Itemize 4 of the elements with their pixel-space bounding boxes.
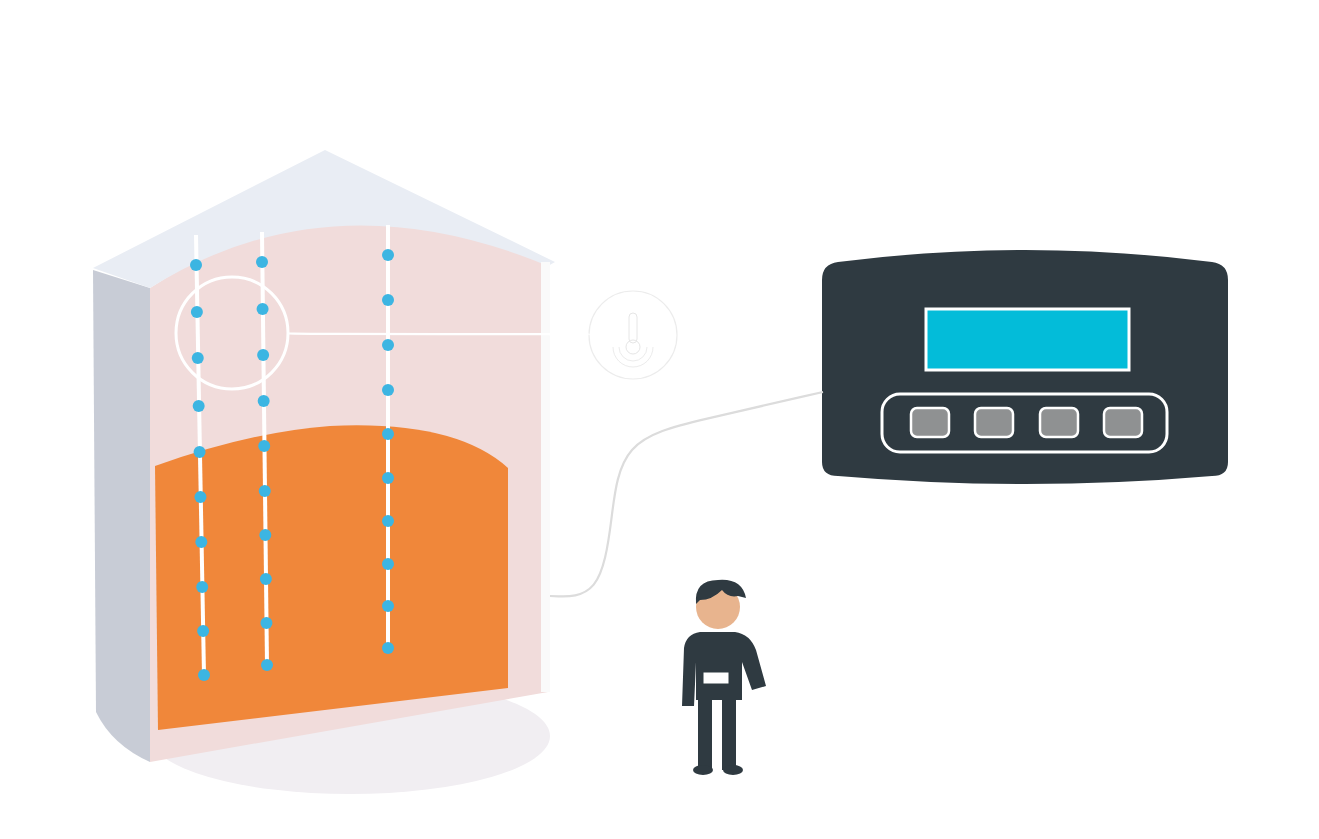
thermometer-icon: [587, 289, 679, 381]
cable: [549, 390, 824, 598]
connector-line: [286, 332, 591, 336]
highlight-circle: [176, 277, 288, 389]
